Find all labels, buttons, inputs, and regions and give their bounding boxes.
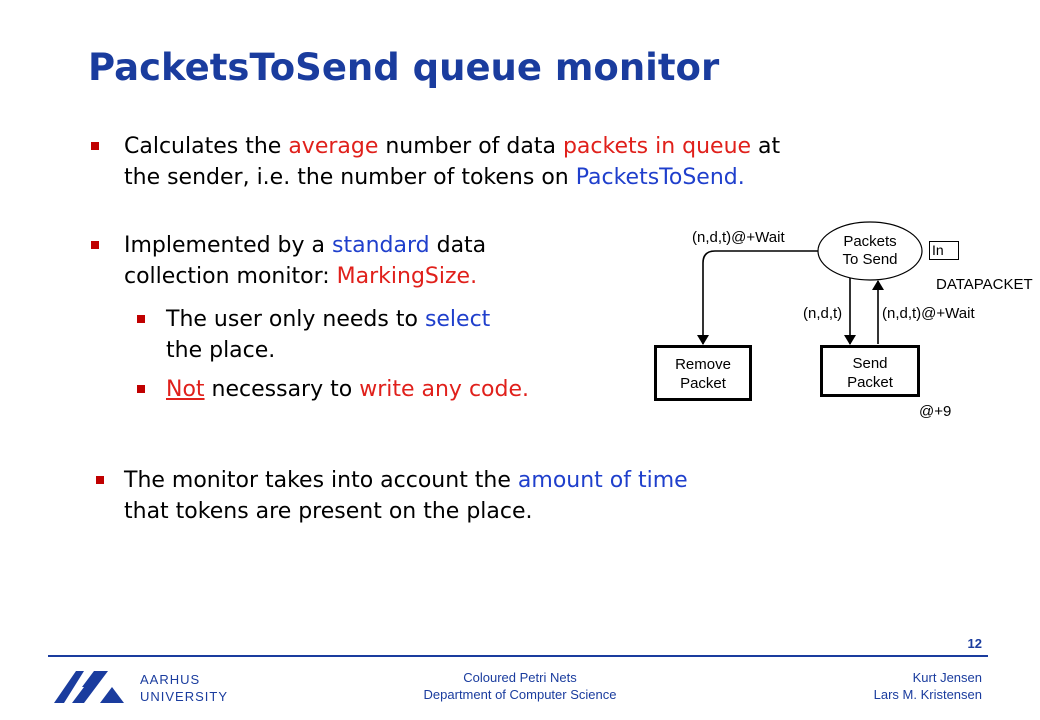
highlight-markingsize: MarkingSize. [336, 264, 478, 289]
bullet-text: The monitor takes into account the [124, 468, 518, 493]
bullet-text: necessary to [204, 377, 360, 402]
transition-remove-packet: Remove Packet [654, 345, 752, 401]
bullet-text: data [429, 233, 487, 258]
subbullet-select-place: The user only needs to select the place. [137, 304, 586, 366]
bullet-text: The user only needs to [166, 307, 425, 332]
port-tag: In [929, 241, 959, 260]
bullet-marker [91, 142, 99, 150]
highlight-packets-in-queue: packets in queue [562, 134, 752, 159]
footer-course-title: Coloured Petri Nets [463, 670, 577, 685]
page-number: 12 [967, 636, 982, 651]
highlight-select: select [424, 307, 491, 332]
arc-send-out-label: (n,d,t)@+Wait [882, 305, 975, 322]
university-line2: UNIVERSITY [140, 689, 229, 704]
footer-author-1: Kurt Jensen [912, 670, 982, 685]
footer-department: Department of Computer Science [423, 687, 617, 702]
footer-divider [48, 655, 988, 657]
highlight-packetstosend: PacketsToSend. [575, 165, 745, 190]
footer-course-info: Coloured Petri Nets Department of Comput… [300, 669, 740, 703]
bullet-amount-of-time: The monitor takes into account the amoun… [96, 465, 884, 527]
bullet-implemented-by: Implemented by a standard data collectio… [91, 230, 604, 292]
highlight-standard: standard [332, 233, 430, 258]
color-set-label: DATAPACKET [936, 276, 1033, 293]
bullet-text: number of data [378, 134, 563, 159]
highlight-amount-of-time: amount of time [517, 468, 688, 493]
bullet-text: that tokens are present on the place. [124, 499, 533, 524]
bullet-marker [96, 476, 104, 484]
bullet-marker [137, 385, 145, 393]
university-line1: AARHUS [140, 672, 201, 687]
bullet-text: the place. [166, 338, 276, 363]
arc-to-remove-packet [697, 250, 818, 345]
bullet-text: at [751, 134, 781, 159]
bullet-text: the sender, i.e. the number of tokens on [124, 165, 576, 190]
highlight-average: average [288, 134, 379, 159]
subbullet-no-code: Not necessary to write any code. [137, 374, 626, 405]
transition-remove-line1: Remove [675, 356, 731, 373]
transition-remove-line2: Packet [680, 375, 726, 392]
transition-send-packet: Send Packet [820, 345, 920, 397]
bullet-text: collection monitor: [124, 264, 337, 289]
transition-send-line1: Send [852, 355, 888, 372]
footer-authors: Kurt Jensen Lars M. Kristensen [874, 669, 982, 703]
highlight-not: Not [166, 377, 205, 402]
aarhus-university-logo-icon [54, 671, 124, 703]
highlight-write-any-code: write any code. [359, 377, 529, 402]
university-name: AARHUS UNIVERSITY [140, 671, 228, 705]
footer-author-2: Lars M. Kristensen [873, 687, 982, 702]
bullet-marker [91, 241, 99, 249]
transition-send-line2: Packet [847, 374, 893, 391]
place-label-line1: Packets [843, 233, 897, 250]
bullet-text: Calculates the [124, 134, 289, 159]
bullet-average-packets: Calculates the average number of data pa… [91, 131, 944, 193]
arc-remove-label: (n,d,t)@+Wait [692, 229, 785, 246]
arc-send-in-label: (n,d,t) [803, 305, 843, 322]
bullet-marker [137, 315, 145, 323]
bullet-text: Implemented by a [124, 233, 333, 258]
place-label-line2: To Send [842, 251, 898, 268]
place-label: Packets To Send [815, 233, 925, 269]
slide-title: PacketsToSend queue monitor [88, 46, 720, 89]
delay-label: @+9 [919, 403, 952, 420]
